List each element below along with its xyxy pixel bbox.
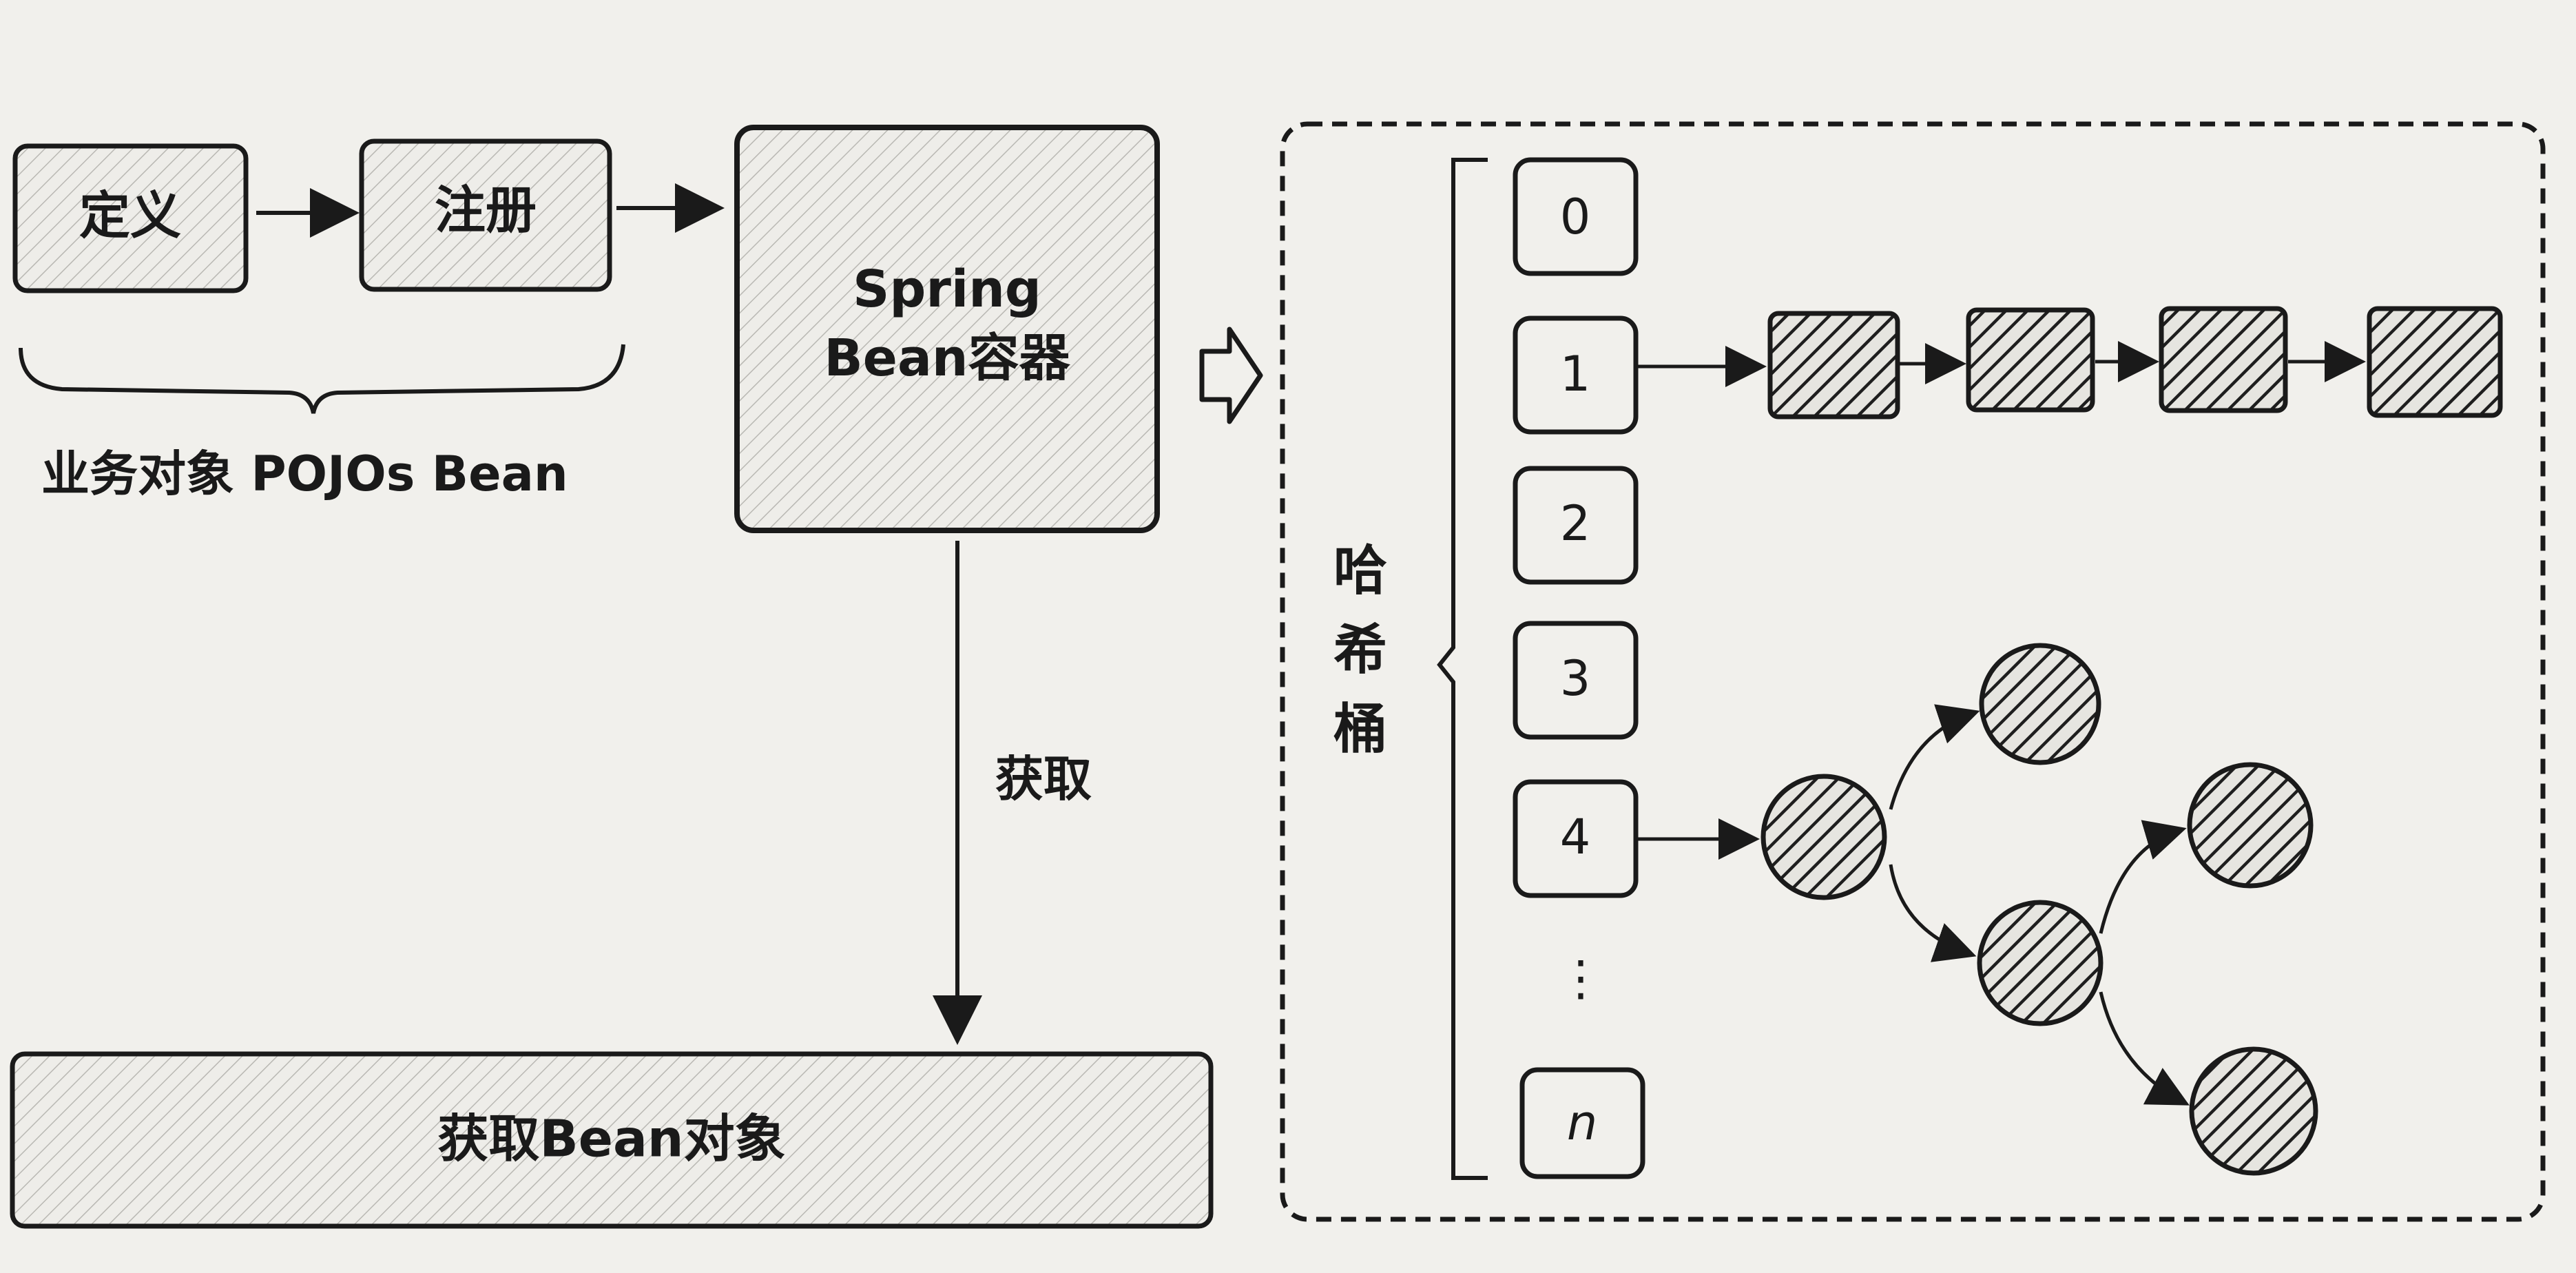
bucket-2: 2 (1513, 466, 1639, 585)
arrow-mid-to-upper-right (2099, 820, 2187, 934)
bucket-ellipsis: ⋮ (1557, 950, 1605, 1006)
get-bean-label: 获取Bean对象 (437, 1110, 785, 1169)
container-label-line2: Bean容器 (824, 329, 1070, 388)
tree-node-root (1760, 774, 1887, 900)
list-node-2 (1966, 307, 2095, 413)
bucket-4-label: 4 (1560, 809, 1591, 865)
pojo-caption: 业务对象 POJOs Bean (41, 446, 568, 502)
container-label-line1: Spring (853, 260, 1041, 319)
bucket-3-label: 3 (1560, 650, 1591, 707)
tree-node-top (1979, 643, 2101, 765)
bucket-0: 0 (1513, 157, 1639, 276)
tree-node-upper-right (2187, 762, 2314, 889)
fetch-label: 获取 (995, 751, 1092, 807)
register-box: 注册 (359, 138, 612, 292)
list-node-1 (1767, 311, 1900, 420)
pojo-curly-brace (19, 344, 625, 414)
hash-bucket-label: 哈 希 桶 (1333, 540, 1387, 760)
bucket-3: 3 (1513, 621, 1639, 740)
hash-bucket-char-1: 希 (1333, 619, 1387, 681)
bucket-1: 1 (1513, 315, 1639, 435)
bucket-1-label: 1 (1560, 346, 1591, 402)
define-label: 定义 (79, 187, 181, 246)
tree-node-mid (1977, 900, 2104, 1026)
define-box: 定义 (12, 143, 249, 293)
bucket-2-label: 2 (1560, 495, 1591, 552)
spring-bean-container: Spring Bean容器 (734, 125, 1160, 533)
arrow-mid-to-lower-right (2099, 991, 2190, 1106)
arrow-root-to-mid (1889, 864, 1977, 962)
get-bean-bar: 获取Bean对象 (10, 1051, 1214, 1229)
bucket-0-label: 0 (1560, 189, 1591, 245)
list-node-4 (2367, 306, 2503, 418)
hash-bucket-char-0: 哈 (1333, 540, 1387, 602)
hash-bucket-panel (1280, 121, 2546, 1222)
list-node-3 (2159, 306, 2288, 413)
bucket-n-label: n (1567, 1095, 1597, 1151)
tree-node-lower-right (2189, 1046, 2318, 1176)
arrow-root-to-top (1889, 704, 1980, 810)
register-label: 注册 (435, 181, 537, 240)
bucket-n: n (1519, 1067, 1645, 1179)
bucket-4: 4 (1513, 779, 1639, 898)
bucket-bracket (1437, 158, 1488, 1180)
hollow-arrow-to-buckets (1199, 327, 1263, 424)
hash-bucket-char-2: 桶 (1333, 698, 1387, 760)
